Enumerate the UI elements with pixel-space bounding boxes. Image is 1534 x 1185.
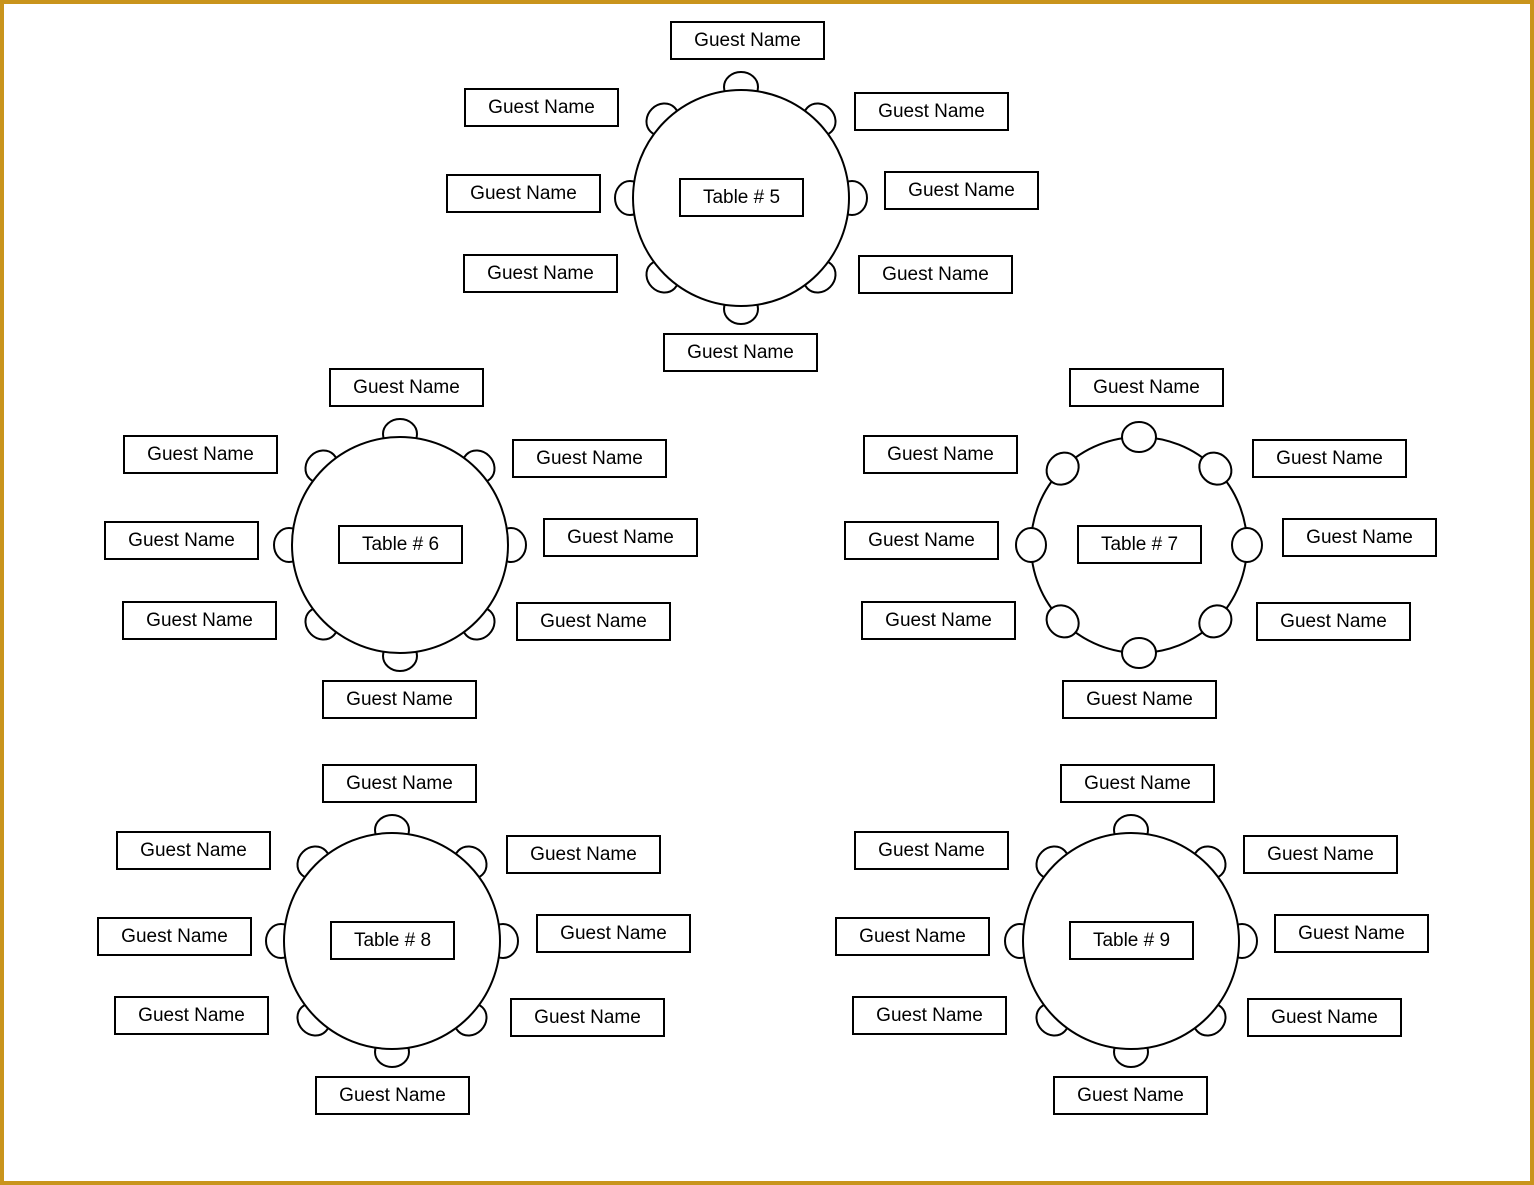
table-label[interactable]: Table # 8 (330, 921, 455, 960)
table-label[interactable]: Table # 7 (1077, 525, 1202, 564)
guest-name-box[interactable]: Guest Name (1069, 368, 1224, 407)
chair (1015, 527, 1047, 563)
round-table-7 (1015, 421, 1263, 669)
table-label[interactable]: Table # 6 (338, 525, 463, 564)
chair (1121, 637, 1157, 669)
guest-name-box[interactable]: Guest Name (97, 917, 252, 956)
chair (1231, 527, 1263, 563)
guest-name-box[interactable]: Guest Name (1053, 1076, 1208, 1115)
tables-drawing (265, 71, 1263, 1068)
guest-name-box[interactable]: Guest Name (1252, 439, 1407, 478)
guest-name-box[interactable]: Guest Name (123, 435, 278, 474)
guest-name-box[interactable]: Guest Name (670, 21, 825, 60)
guest-name-box[interactable]: Guest Name (510, 998, 665, 1037)
guest-name-box[interactable]: Guest Name (516, 602, 671, 641)
guest-name-box[interactable]: Guest Name (536, 914, 691, 953)
table-label[interactable]: Table # 9 (1069, 921, 1194, 960)
guest-name-box[interactable]: Guest Name (1256, 602, 1411, 641)
guest-name-box[interactable]: Guest Name (663, 333, 818, 372)
chair (1198, 604, 1233, 639)
guest-name-box[interactable]: Guest Name (543, 518, 698, 557)
guest-name-box[interactable]: Guest Name (854, 831, 1009, 870)
guest-name-box[interactable]: Guest Name (464, 88, 619, 127)
guest-name-box[interactable]: Guest Name (1060, 764, 1215, 803)
chair (1121, 421, 1157, 453)
guest-name-box[interactable]: Guest Name (329, 368, 484, 407)
table-label[interactable]: Table # 5 (679, 178, 804, 217)
guest-name-box[interactable]: Guest Name (446, 174, 601, 213)
chair (1045, 451, 1080, 486)
guest-name-box[interactable]: Guest Name (463, 254, 618, 293)
guest-name-box[interactable]: Guest Name (861, 601, 1016, 640)
guest-name-box[interactable]: Guest Name (104, 521, 259, 560)
guest-name-box[interactable]: Guest Name (315, 1076, 470, 1115)
guest-name-box[interactable]: Guest Name (852, 996, 1007, 1035)
guest-name-box[interactable]: Guest Name (1062, 680, 1217, 719)
guest-name-box[interactable]: Guest Name (844, 521, 999, 560)
guest-name-box[interactable]: Guest Name (858, 255, 1013, 294)
guest-name-box[interactable]: Guest Name (122, 601, 277, 640)
guest-name-box[interactable]: Guest Name (1247, 998, 1402, 1037)
guest-name-box[interactable]: Guest Name (322, 764, 477, 803)
guest-name-box[interactable]: Guest Name (1243, 835, 1398, 874)
guest-name-box[interactable]: Guest Name (322, 680, 477, 719)
guest-name-box[interactable]: Guest Name (1282, 518, 1437, 557)
guest-name-box[interactable]: Guest Name (884, 171, 1039, 210)
chair (1045, 604, 1080, 639)
guest-name-box[interactable]: Guest Name (863, 435, 1018, 474)
chair (1198, 451, 1233, 486)
guest-name-box[interactable]: Guest Name (506, 835, 661, 874)
guest-name-box[interactable]: Guest Name (835, 917, 990, 956)
guest-name-box[interactable]: Guest Name (116, 831, 271, 870)
guest-name-box[interactable]: Guest Name (114, 996, 269, 1035)
guest-name-box[interactable]: Guest Name (1274, 914, 1429, 953)
guest-name-box[interactable]: Guest Name (854, 92, 1009, 131)
guest-name-box[interactable]: Guest Name (512, 439, 667, 478)
